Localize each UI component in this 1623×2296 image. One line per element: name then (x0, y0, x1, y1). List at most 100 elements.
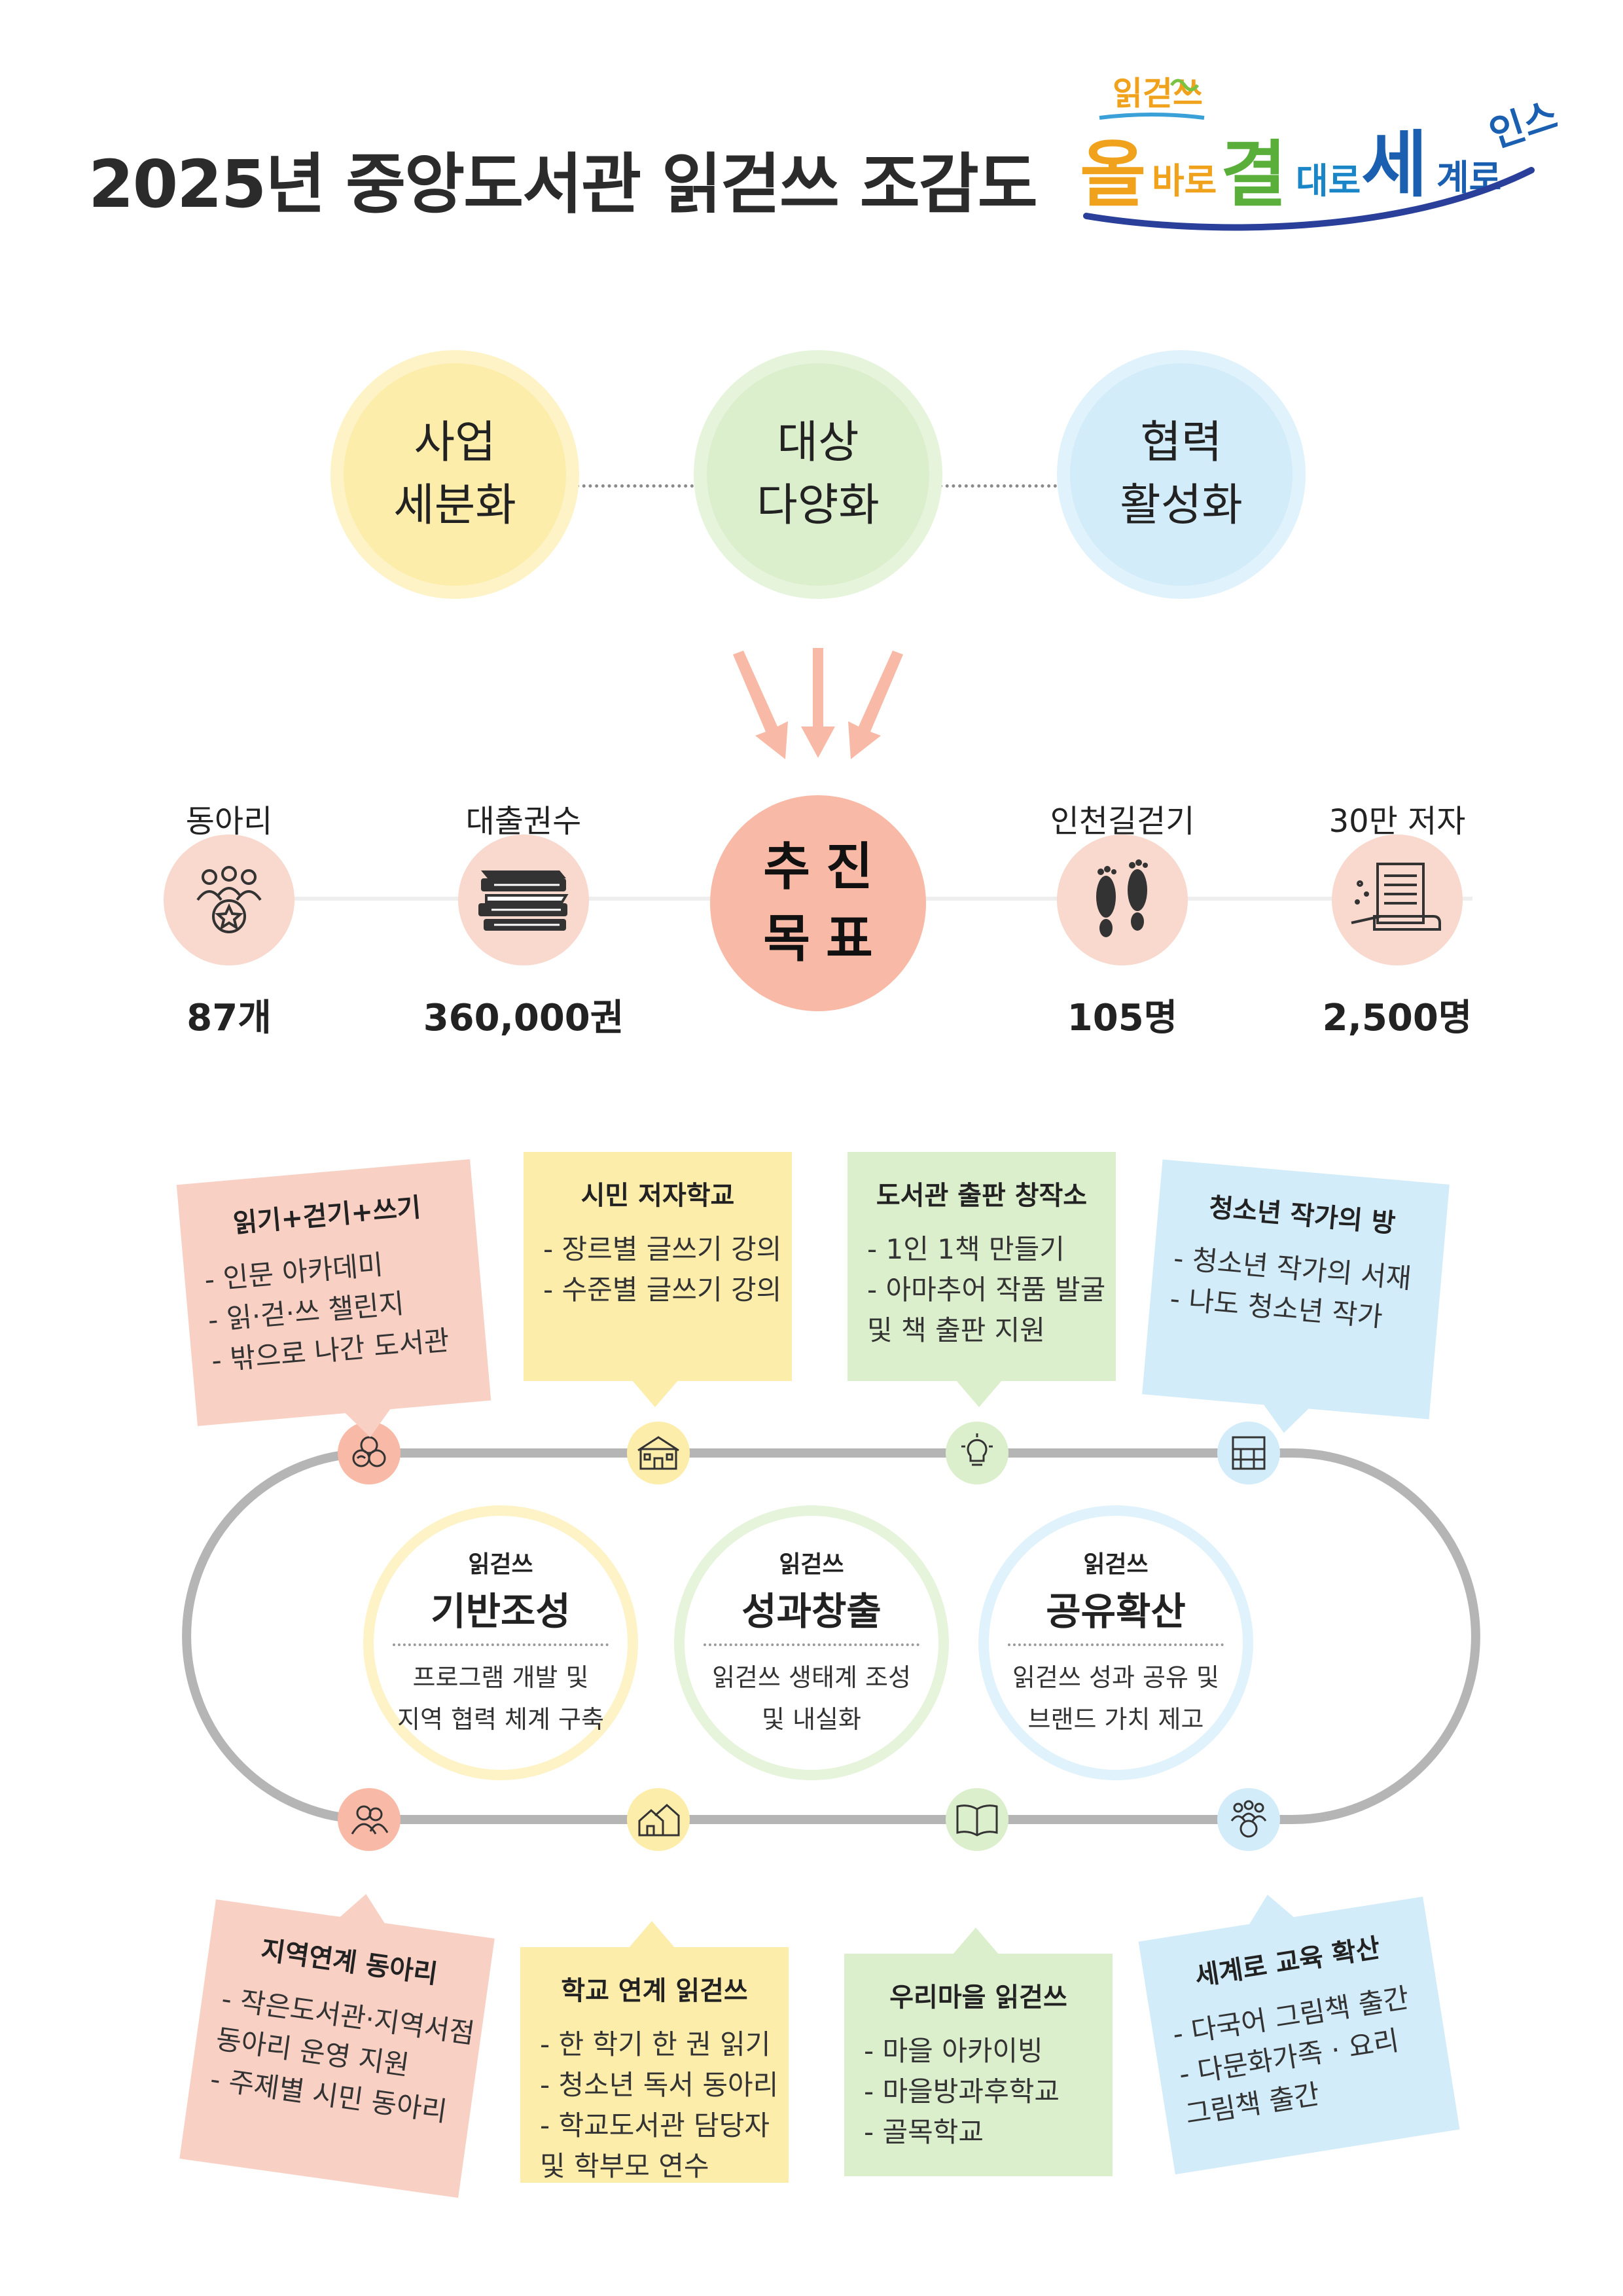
logo-top-text: 읽걷쓰 (1113, 75, 1203, 113)
center-goal-line1: 추진 (763, 838, 889, 897)
strategy-connector-2 (939, 484, 1057, 488)
card-item: - 장르별 글쓰기 강의 (543, 1233, 782, 1265)
stage-name: 공유확산 (1008, 1581, 1224, 1646)
card-citizen-author-school: 시민 저자학교 - 장르별 글쓰기 강의 - 수준별 글쓰기 강의 (524, 1152, 792, 1407)
card-reading-walking-writing: 읽기+걷기+쓰기 - 인문 아카데미 - 읽·걷·쓰 챌린지 - 밖으로 나간 … (176, 1159, 491, 1440)
brand-logo: 읽걷쓰 올 바로 결 대로 세 계로 인스 (1073, 59, 1564, 255)
strategy-circle-segment: 사업 세분화 (330, 350, 579, 599)
logo-part3-small: 계로 (1436, 157, 1501, 198)
node-local-club (338, 1788, 401, 1851)
card-item: - 아마추어 작품 발굴 (867, 1274, 1106, 1306)
club-people-icon (196, 866, 262, 933)
writing-icon (1351, 863, 1441, 931)
people-icon (351, 1805, 389, 1835)
goal-value-authors: 2,500명 (1322, 997, 1472, 1039)
logo-part2-small: 대로 (1296, 160, 1361, 202)
goal-circle-authors (1332, 834, 1463, 965)
stage-name: 성과창출 (704, 1581, 919, 1646)
stage-name: 기반조성 (393, 1581, 609, 1646)
books-icon (478, 870, 569, 931)
card-item: - 수준별 글쓰기 강의 (543, 1274, 782, 1306)
card-title: 시민 저자학교 (580, 1181, 735, 1211)
goal-value-walk: 105명 (1067, 997, 1178, 1039)
goal-label-loans: 대출권수 (465, 803, 582, 840)
strategy-circle-cooperation: 협력 활성화 (1057, 350, 1306, 599)
card-item: - 청소년 독서 동아리 (540, 2069, 779, 2101)
stage-spread: 읽걷쓰 공유확산 읽걷쓰 성과 공유 및 브랜드 가치 제고 (978, 1505, 1253, 1780)
stage-desc2: 지역 협력 체계 구축 (397, 1705, 604, 1734)
card-item: - 마을방과후학교 (864, 2075, 1060, 2108)
node-village (946, 1788, 1008, 1851)
logo-swoosh (1083, 167, 1535, 231)
open-book-icon (956, 1804, 998, 1837)
logo-part3-big: 세 (1361, 123, 1427, 207)
strategy-line1: 사업 (414, 417, 496, 469)
node-author-school (627, 1422, 690, 1484)
goal-value-loans: 360,000권 (423, 997, 624, 1039)
houses-icon (638, 1803, 680, 1837)
card-library-publishing: 도서관 출판 창작소 - 1인 1책 만들기 - 아마추어 작품 발굴 및 책 … (847, 1152, 1116, 1407)
stage-foundation: 읽걷쓰 기반조성 프로그램 개발 및 지역 협력 체계 구축 (363, 1505, 638, 1780)
card-item: - 마을 아카이빙 (864, 2035, 1043, 2067)
logo-part1-small: 바로 (1152, 160, 1217, 202)
bookshelf-icon (1232, 1436, 1266, 1470)
group-star-icon (1230, 1800, 1267, 1838)
card-title: 읽기+걷기+쓰기 (232, 1192, 423, 1239)
converging-arrows-icon (733, 648, 903, 759)
card-school-link: 학교 연계 읽걷쓰 - 한 학기 한 권 읽기 - 청소년 독서 동아리 - 학… (520, 1921, 789, 2183)
stage-desc1: 프로그램 개발 및 (412, 1663, 589, 1692)
card-item: - 골목학교 (864, 2116, 984, 2148)
card-local-club: 지역연계 동아리 - 작은도서관·지역서점 동아리 운영 지원 - 주제별 시민… (179, 1890, 495, 2198)
page-title: 2025년 중앙도서관 읽걷쓰 조감도 (88, 146, 1038, 223)
goal-circle-walk (1057, 834, 1188, 965)
card-item: 및 학부모 연수 (540, 2150, 709, 2182)
card-global-education: 세계로 교육 확산 - 다국어 그림책 출간 - 다문화가족 · 요리 그림책 … (1138, 1891, 1460, 2175)
stage-desc2: 및 내실화 (762, 1705, 861, 1734)
logo-part2-big: 결 (1221, 133, 1287, 217)
strategy-line2: 활성화 (1120, 480, 1243, 531)
card-item: - 1인 1책 만들기 (867, 1233, 1065, 1265)
goal-circle-loans (458, 834, 589, 965)
card-title: 우리마을 읽걷쓰 (889, 1982, 1067, 2013)
node-youth-writer (1217, 1422, 1280, 1484)
footprints-icon (1096, 859, 1148, 937)
logo-badge: 인스 (1484, 92, 1558, 156)
strategy-circle-target: 대상 다양화 (694, 350, 942, 599)
card-title: 도서관 출판 창작소 (876, 1181, 1088, 1211)
card-title: 청소년 작가의 방 (1207, 1193, 1397, 1239)
school-icon (637, 1436, 679, 1470)
goal-value-club: 87개 (187, 997, 272, 1039)
logo-part1-big: 올 (1080, 133, 1146, 217)
node-reading-walking (338, 1422, 401, 1484)
stage-sub: 읽걷쓰 (779, 1551, 844, 1578)
stage-outcome: 읽걷쓰 성과창출 읽걷쓰 생태계 조성 및 내실화 (674, 1505, 949, 1780)
stage-sub: 읽걷쓰 (468, 1551, 533, 1578)
card-item: - 한 학기 한 권 읽기 (540, 2028, 771, 2060)
stage-desc1: 읽걷쓰 성과 공유 및 (1012, 1663, 1219, 1692)
logo-graphic: 읽걷쓰 올 바로 결 대로 세 계로 인스 (1080, 75, 1564, 231)
strategy-line2: 다양화 (757, 480, 880, 531)
goal-label-authors: 30만 저자 (1329, 803, 1466, 840)
node-school-link (627, 1788, 690, 1851)
stage-sub: 읽걷쓰 (1083, 1551, 1149, 1578)
card-item: 및 책 출판 지원 (867, 1314, 1045, 1346)
node-publishing (946, 1422, 1008, 1484)
lightbulb-icon (961, 1433, 993, 1466)
strategy-line2: 세분화 (393, 480, 516, 531)
goal-label-club: 동아리 (185, 803, 273, 840)
reading-walking-writing-icon (352, 1436, 386, 1467)
strategy-line1: 대상 (777, 417, 859, 469)
node-global (1217, 1788, 1280, 1851)
strategy-line1: 협력 (1140, 417, 1222, 469)
center-goal-circle: 추진 목표 (710, 795, 926, 1011)
card-village: 우리마을 읽걷쓰 - 마을 아카이빙 - 마을방과후학교 - 골목학교 (844, 1928, 1113, 2176)
card-title: 학교 연계 읽걷쓰 (561, 1976, 748, 2006)
goal-label-walk: 인천길걷기 (1050, 803, 1195, 840)
track-loop (182, 1448, 1480, 1824)
strategy-connector-1 (576, 484, 694, 488)
stage-desc1: 읽걷쓰 생태계 조성 (712, 1663, 911, 1692)
stage-desc2: 브랜드 가치 제고 (1027, 1705, 1204, 1734)
card-item: - 학교도서관 담당자 (540, 2109, 770, 2142)
goal-circle-club (164, 834, 294, 965)
card-youth-writer-room: 청소년 작가의 방 - 청소년 작가의 서재 - 나도 청소년 작가 (1142, 1159, 1450, 1435)
